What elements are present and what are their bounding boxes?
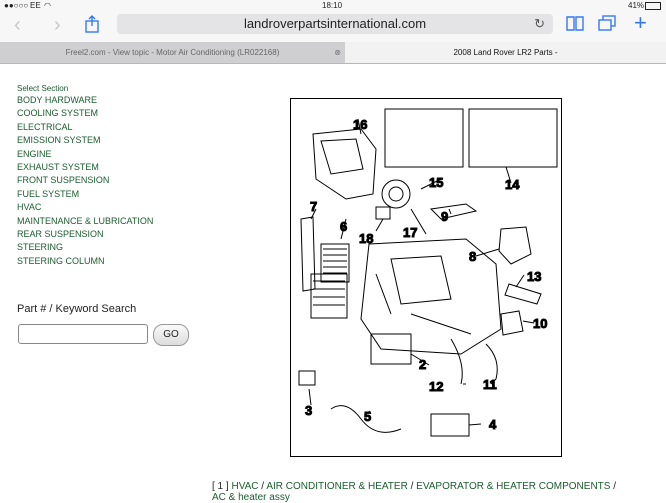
address-bar[interactable]: landroverpartsinternational.com ↻ <box>117 14 553 34</box>
callout-14[interactable]: 14 <box>505 177 521 193</box>
nav-link-fuel-system[interactable]: FUEL SYSTEM <box>17 188 80 199</box>
search-input[interactable] <box>18 324 148 344</box>
callout-18[interactable]: 18 <box>359 231 374 247</box>
browser-toolbar: ‹ › landroverpartsinternational.com ↻ + <box>0 10 666 42</box>
close-tab-icon[interactable]: ⊗ <box>334 48 341 57</box>
nav-link-front-suspension[interactable]: FRONT SUSPENSION <box>17 175 110 186</box>
hose-11 <box>485 343 498 380</box>
callout-12[interactable]: 12 <box>429 379 444 395</box>
search-title: Part # / Keyword Search <box>17 303 137 315</box>
breadcrumb-evaporator[interactable]: EVAPORATOR & HEATER COMPONENTS <box>416 481 611 492</box>
callout-17[interactable]: 17 <box>403 225 418 241</box>
share-icon[interactable] <box>84 15 100 38</box>
forward-icon[interactable]: › <box>54 14 61 36</box>
tab-bar: Freel2.com - View topic - Motor Air Cond… <box>0 42 666 64</box>
battery-level: 41% <box>628 1 645 10</box>
breadcrumb-separator: / <box>261 481 265 492</box>
breadcrumb-separator: / <box>410 481 414 492</box>
part-18 <box>375 206 391 220</box>
nav-link-cooling-system[interactable]: COOLING SYSTEM <box>17 108 99 119</box>
inset-box-15 <box>384 108 464 168</box>
nav-link-hvac[interactable]: HVAC <box>17 202 42 213</box>
hose-12 <box>450 338 463 385</box>
back-icon[interactable]: ‹ <box>14 14 21 36</box>
battery-icon <box>645 2 661 10</box>
breadcrumb-hvac[interactable]: HVAC <box>231 481 259 492</box>
tab-landrover-parts[interactable]: 2008 Land Rover LR2 Parts - <box>345 42 666 63</box>
nav-link-emission-system[interactable]: EMISSION SYSTEM <box>17 135 101 146</box>
bookmarks-icon[interactable] <box>566 15 584 36</box>
breadcrumb-separator: / <box>613 481 617 492</box>
callout-3[interactable]: 3 <box>305 403 313 419</box>
blower-motor-17 <box>381 179 411 209</box>
callout-13[interactable]: 13 <box>527 269 542 285</box>
nav-link-body-hardware[interactable]: BODY HARDWARE <box>17 95 98 105</box>
callout-10[interactable]: 10 <box>533 316 548 332</box>
callout-16[interactable]: 16 <box>353 117 368 133</box>
callout-15[interactable]: 15 <box>429 175 444 191</box>
url-text: landroverpartsinternational.com <box>243 16 427 31</box>
tab-title: Freel2.com - View topic - Motor Air Cond… <box>65 48 280 57</box>
status-bar: ●●○○○ EE ◠ 18:10 41% <box>0 0 666 12</box>
go-button[interactable]: GO <box>153 324 189 346</box>
part-10 <box>500 310 524 336</box>
nav-link-steering[interactable]: STEERING <box>17 242 64 253</box>
breadcrumb: [ 1 ] HVAC / AIR CONDITIONER & HEATER / … <box>212 481 632 503</box>
section-nav-header: Select Section <box>17 84 69 93</box>
nav-link-maintenance[interactable]: MAINTENANCE & LUBRICATION <box>17 215 154 226</box>
nav-link-exhaust-system[interactable]: EXHAUST SYSTEM <box>17 162 99 173</box>
wifi-icon: ◠ <box>44 1 51 10</box>
section-nav: Select Section BODY HARDWARE COOLING SYS… <box>17 84 207 268</box>
callout-2[interactable]: 2 <box>419 357 427 373</box>
clock: 18:10 <box>322 1 343 10</box>
evaporator-2 <box>370 333 412 365</box>
breadcrumb-ac-heater-assy[interactable]: AC & heater assy <box>212 492 290 503</box>
heater-core-4 <box>430 413 470 437</box>
callout-7[interactable]: 7 <box>310 199 318 215</box>
pipe-5 <box>330 405 402 433</box>
part-13 <box>504 283 542 305</box>
part-7 <box>300 216 316 292</box>
part-3 <box>298 370 316 386</box>
new-tab-icon[interactable]: + <box>634 10 647 35</box>
filter-6 <box>310 243 350 319</box>
breadcrumb-index: [ 1 ] <box>212 481 229 492</box>
tabs-icon[interactable] <box>598 15 616 36</box>
inset-box-14 <box>468 108 558 168</box>
carrier: EE <box>30 1 41 10</box>
tab-title: 2008 Land Rover LR2 Parts - <box>453 48 558 57</box>
heater-housing-16 <box>312 128 377 200</box>
tab-freel2[interactable]: Freel2.com - View topic - Motor Air Cond… <box>0 42 345 63</box>
nav-link-rear-suspension[interactable]: REAR SUSPENSION <box>17 229 104 240</box>
actuator-8 <box>498 226 532 265</box>
bracket-9 <box>429 203 478 220</box>
nav-link-engine[interactable]: ENGINE <box>17 148 52 159</box>
reload-icon[interactable]: ↻ <box>534 16 545 31</box>
callout-8[interactable]: 8 <box>469 249 477 265</box>
breadcrumb-ac-heater[interactable]: AIR CONDITIONER & HEATER <box>266 481 408 492</box>
callout-6[interactable]: 6 <box>340 219 348 235</box>
ac-heater-assembly <box>360 238 502 355</box>
callout-9[interactable]: 9 <box>441 209 449 225</box>
parts-diagram: 1 2 3 4 5 6 7 8 9 10 11 12 13 14 15 16 1… <box>290 73 562 457</box>
callout-4[interactable]: 4 <box>489 417 498 433</box>
nav-link-electrical[interactable]: ELECTRICAL <box>17 121 73 132</box>
callout-5[interactable]: 5 <box>364 409 372 425</box>
nav-link-steering-column[interactable]: STEERING COLUMN <box>17 255 105 266</box>
signal-icon: ●●○○○ <box>4 1 29 10</box>
callout-11[interactable]: 11 <box>483 377 498 393</box>
